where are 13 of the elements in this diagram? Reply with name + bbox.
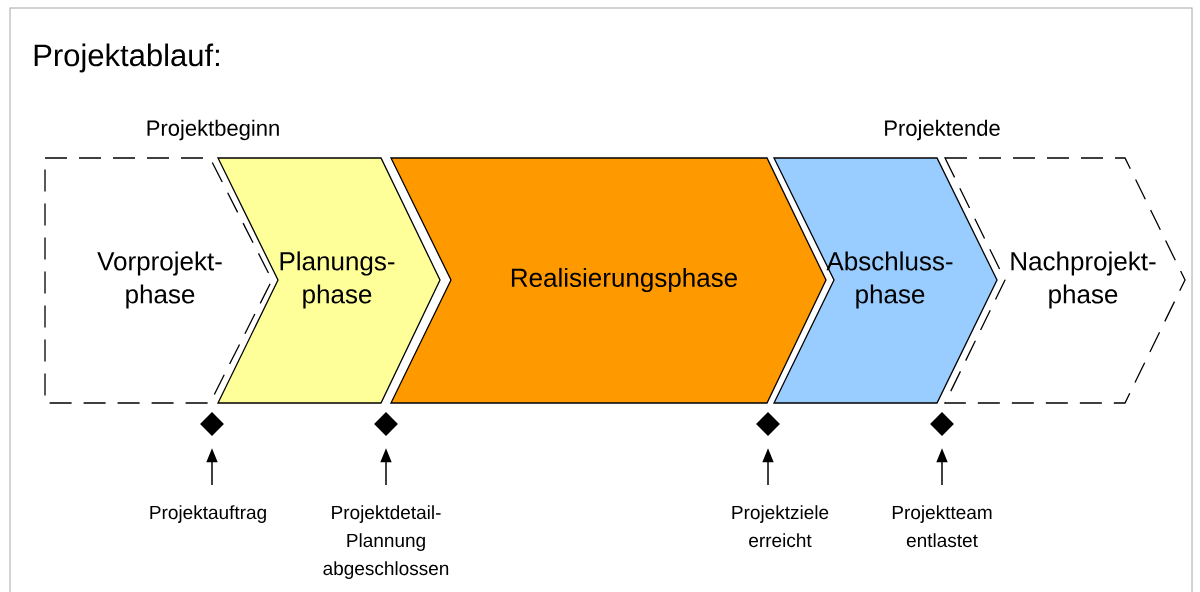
title: Projektablauf: bbox=[34, 43, 219, 73]
milestone-label: Projektdetail- Plannung abgeschlossen bbox=[323, 505, 449, 579]
milestone-label: Projektteam entlastet bbox=[892, 505, 992, 548]
milestone-diamond bbox=[200, 412, 224, 436]
milestone-label: Projektziele erreicht bbox=[732, 505, 829, 548]
phase-box: Vorprojekt- phase bbox=[44, 157, 273, 404]
milestone-label: Projektauftrag bbox=[150, 505, 266, 523]
milestone-diamond bbox=[374, 412, 398, 436]
milestone-diamond bbox=[756, 412, 780, 436]
milestone-diamond bbox=[930, 412, 954, 436]
phase-marker-label: Projektende bbox=[885, 119, 1000, 141]
phase-marker-label: Projektbeginn bbox=[147, 119, 279, 141]
phase-box: Abschluss- phase bbox=[772, 157, 998, 404]
